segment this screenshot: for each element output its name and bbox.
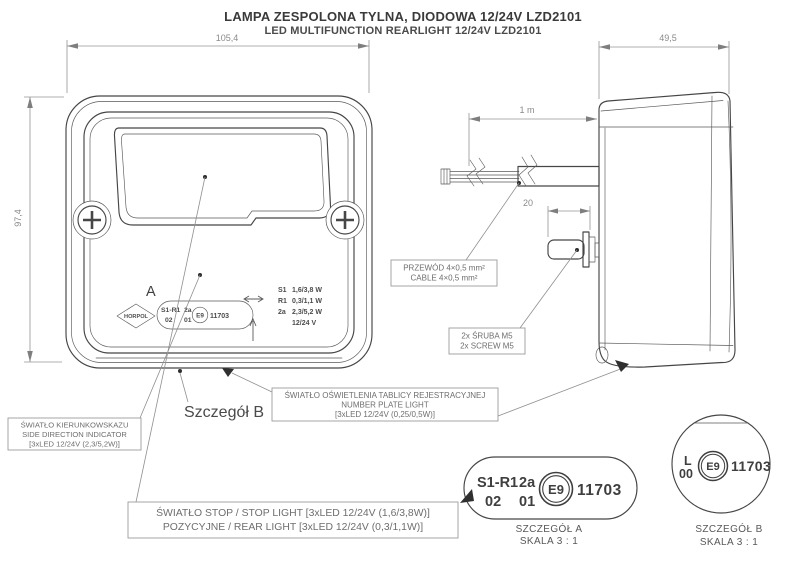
plate-label-en: NUMBER PLATE LIGHT: [341, 401, 429, 410]
detail-a-e-mark-circle-icon: [538, 471, 574, 507]
detail-a-scale: SKALA 3 : 1: [520, 536, 578, 547]
lens-window-outline: [113, 127, 332, 226]
detail-b-mark-l: L: [684, 454, 692, 468]
ratings-table: S1 1,6/3,8 W R1 0,3/1,1 W 2a 2,3/5,2 W 1…: [278, 287, 322, 327]
detail-a-letter: A: [146, 284, 156, 300]
marking-type-1: S1-R1: [161, 307, 180, 314]
marking-type-3: 02: [165, 317, 173, 324]
lens-window-inner: [121, 133, 325, 219]
screw-label-en: 2x SCREW M5: [460, 342, 514, 351]
marking-type-4: 01: [184, 317, 192, 324]
indicator-label-spec: [3xLED 12/24V (2,3/5,2W)]: [29, 440, 120, 449]
screw-right-icon: [325, 200, 365, 240]
cable: [440, 154, 600, 187]
detail-b: L 00 E9 11703 SZCZEGÓŁ B SKALA 3 : 1: [671, 414, 771, 548]
detail-b-mark-00: 00: [679, 467, 693, 481]
cable-label-pl: PRZEWÓD 4×0,5 mm²: [403, 264, 485, 273]
cable-label-en: CABLE 4×0,5 mm²: [411, 274, 478, 283]
screw-offset-value: 20: [523, 198, 533, 208]
front-height-dimension: 97,4: [13, 96, 64, 363]
plate-label-spec: [3xLED 12/24V (0,25/0,5W)]: [335, 410, 435, 419]
indicator-label-en: SIDE DIRECTION INDICATOR: [22, 430, 127, 439]
brand-name: HORPOL: [124, 314, 149, 320]
side-depth-dimension: 49,5: [598, 33, 730, 99]
stop-label-line2: POZYCYJNE / REAR LIGHT [3xLED 12/24V (0,…: [163, 522, 423, 533]
rating-1-label: S1: [278, 287, 287, 294]
indicator-label-pl: ŚWIATŁO KIERUNKOWSKAZU: [21, 421, 129, 430]
stop-label-line1: ŚWIATŁO STOP / STOP LIGHT [3xLED 12/24V …: [156, 506, 430, 519]
detail-a: S1-R1 2a 02 01 E9 11703 SZCZEGÓŁ A SKALA…: [460, 456, 638, 547]
detail-b-e-mark: E9: [706, 461, 719, 473]
rating-3-label: 2a: [278, 309, 286, 316]
approval-marking: HORPOL S1-R1 2a 02 01 E9 11703: [116, 300, 254, 330]
detail-b-number: 11703: [731, 458, 771, 474]
e-mark-circle-icon: [191, 306, 209, 324]
rating-4-value: 12/24 V: [292, 320, 316, 327]
screw-offset-dimension: 20: [523, 198, 591, 237]
detail-a-type-1: S1-R1: [477, 475, 518, 491]
detail-a-type-4: 01: [519, 494, 535, 510]
side-depth-value: 49,5: [659, 33, 677, 43]
detail-a-e-mark: E9: [548, 482, 564, 497]
callout-cable: PRZEWÓD 4×0,5 mm² CABLE 4×0,5 mm²: [390, 182, 520, 287]
detail-b-pointer-label: Szczegół B: [184, 404, 264, 421]
marking-type-2: 2a: [184, 307, 192, 314]
callout-screws: 2x ŚRUBA M5 2x SCREW M5: [448, 249, 578, 355]
plate-label-pl: ŚWIATŁO OŚWIETLENIA TABLICY REJESTRACYJN…: [285, 391, 486, 400]
detail-b-e-mark-circle-icon: [697, 450, 729, 482]
e-mark: E9: [196, 312, 204, 319]
plate-light-window: [595, 346, 609, 364]
detail-b-scale: SKALA 3 : 1: [700, 537, 758, 548]
callout-plate: ŚWIATŁO OŚWIETLENIA TABLICY REJESTRACYJN…: [222, 360, 629, 422]
detail-b-caption: SZCZEGÓŁ B: [695, 522, 762, 535]
front-width-value: 105,4: [216, 33, 239, 43]
rating-2-label: R1: [278, 298, 287, 305]
detail-a-number: 11703: [577, 482, 622, 499]
detail-b-ref-dot: [178, 369, 182, 373]
detail-a-type-3: 02: [485, 494, 501, 510]
drawing-title-en: LED MULTIFUNCTION REARLIGHT 12/24V LZD21…: [264, 25, 541, 37]
front-height-value: 97,4: [13, 209, 23, 227]
rating-2-value: 0,3/1,1 W: [292, 298, 322, 305]
approval-number: 11703: [210, 313, 229, 320]
drawing-title-pl: LAMPA ZESPOLONA TYLNA, DIODOWA 12/24V LZ…: [224, 9, 582, 24]
screw-left-icon: [72, 200, 112, 240]
front-width-dimension: 105,4: [66, 33, 370, 93]
rating-3-value: 2,3/5,2 W: [292, 309, 322, 316]
cable-length-value: 1 m: [519, 105, 534, 115]
cable-length-dimension: 1 m: [468, 105, 597, 166]
mounting-screw: [547, 231, 600, 268]
detail-a-caption: SZCZEGÓŁ A: [516, 522, 583, 535]
side-view: [440, 91, 736, 368]
callout-stop: ŚWIATŁO STOP / STOP LIGHT [3xLED 12/24V …: [127, 501, 459, 539]
side-body-outline: [598, 91, 736, 368]
orientation-arrows: [243, 295, 264, 341]
detail-a-type-2: 2a: [519, 475, 536, 491]
rating-1-value: 1,6/3,8 W: [292, 287, 322, 294]
brand-diamond-icon: [116, 303, 156, 329]
screw-label-pl: 2x ŚRUBA M5: [461, 332, 513, 341]
front-view: A HORPOL S1-R1 2a 02 01 E9 11703 S1 1,6/…: [65, 95, 373, 373]
callout-indicator: ŚWIATŁO KIERUNKOWSKAZU SIDE DIRECTION IN…: [7, 417, 142, 451]
front-leaders: [135, 176, 206, 503]
title-block: LAMPA ZESPOLONA TYLNA, DIODOWA 12/24V LZ…: [224, 9, 582, 37]
